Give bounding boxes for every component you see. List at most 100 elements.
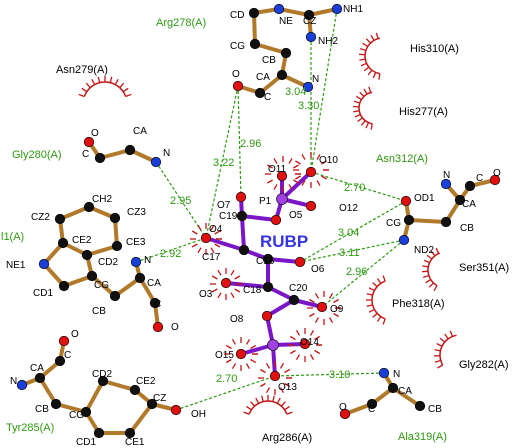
hydrophobic-spoke — [428, 282, 434, 288]
residue-atom — [111, 240, 123, 252]
hydrophobic-spoke — [314, 349, 321, 355]
hydrophobic-spoke — [368, 308, 375, 313]
hbond-line — [135, 237, 207, 263]
residue-atom — [83, 136, 95, 148]
residue-label: Arg278(A) — [156, 17, 206, 29]
residue-atom-label: CZ2 — [31, 212, 50, 223]
hbond-line — [310, 8, 338, 173]
hydrophobic-spoke — [234, 275, 241, 280]
hydrophobic-spoke — [97, 76, 101, 83]
residue-atom — [58, 280, 70, 292]
hydrophobic-spoke — [267, 164, 273, 169]
hydrophobic-spoke — [382, 318, 386, 325]
hbond-line — [274, 372, 385, 377]
hbond-distance: 2.95 — [170, 195, 191, 207]
hbond-distance: 3.22 — [213, 157, 234, 169]
hydrophobic-spoke — [449, 330, 454, 337]
residue-atom-label: N — [312, 74, 319, 85]
hydrophobic-spoke — [295, 329, 301, 336]
hbond-distance: 2.96 — [346, 266, 367, 278]
hydrophobic-spoke — [288, 158, 293, 164]
ligand-atom-label: C19 — [219, 211, 238, 222]
residue-atom-label: CB — [428, 404, 442, 415]
hydrophobic-spoke — [293, 164, 299, 169]
ligand-atom — [316, 301, 328, 313]
residue-atom-label: CA — [30, 363, 44, 374]
residue-atom — [303, 9, 315, 21]
hydrophobic-spoke — [360, 120, 366, 126]
residue-atom — [440, 216, 452, 228]
residue-atom — [378, 367, 390, 379]
hydrophobic-spoke — [214, 230, 221, 235]
hbond-line — [205, 85, 239, 239]
hydrophobic-spoke — [191, 230, 198, 235]
hydrophobic-spoke — [210, 247, 215, 254]
hydrophobic-spoke — [234, 288, 241, 293]
residue-atom-label: CA — [133, 126, 147, 137]
residue-atom — [302, 81, 314, 93]
residue-atom-label: N — [163, 148, 170, 159]
hydrophobic-spoke — [217, 269, 222, 276]
hbond-distance: 2.96 — [240, 138, 261, 150]
hydrophobic-spoke — [286, 411, 293, 415]
residue-atom — [80, 406, 92, 418]
hydrophobic-spoke — [316, 154, 321, 160]
hydrophobic-spoke — [368, 86, 372, 93]
residue-atom-label: N — [443, 170, 450, 181]
residue-atom-label: CA — [462, 199, 476, 210]
hydrophobic-spoke — [109, 76, 113, 83]
hydrophobic-spoke — [430, 250, 436, 257]
hydrophobic-spoke — [370, 123, 373, 130]
ligand-atom-label: P1 — [259, 196, 272, 207]
ligand-atom — [235, 191, 247, 203]
hydrophobic-spoke — [197, 247, 202, 254]
hydrophobic-spoke — [359, 47, 367, 52]
hydrophobic-spoke — [217, 292, 222, 299]
hydrophobic-spoke — [370, 34, 375, 41]
residue-atom-label: CB — [35, 404, 49, 415]
hydrophobic-spoke — [425, 278, 432, 284]
residue-label: l1(A) — [1, 231, 24, 243]
hydrophobic-arc — [364, 37, 381, 75]
hydrophobic-spoke — [265, 362, 271, 369]
hydrophobic-spoke — [372, 312, 378, 318]
hydrophobic-spoke — [85, 82, 91, 89]
residue-atom — [254, 87, 266, 99]
hydrophobic-spoke — [250, 401, 256, 407]
residue-atom-label: CG — [230, 41, 245, 52]
ligand-atom-label: O7 — [217, 200, 231, 211]
ligand-atom — [220, 277, 232, 289]
residue-atom — [57, 237, 69, 249]
residue-atom — [130, 256, 142, 268]
residue-atom — [387, 382, 399, 394]
hydrophobic-spoke — [360, 62, 367, 67]
hydrophobic-spoke — [435, 247, 440, 254]
hydrophobic-spoke — [250, 344, 257, 350]
hydrophobic-arc — [248, 400, 288, 415]
residue-atom-label: CE2 — [72, 235, 92, 246]
hydrophobic-spoke — [375, 32, 379, 39]
hydrophobic-spoke — [365, 38, 371, 44]
residue-atom-label: OD1 — [414, 193, 435, 204]
hydrophobic-spoke — [284, 405, 290, 411]
residue-label: Ser351(A) — [459, 262, 509, 274]
hydrophobic-spoke — [309, 329, 315, 336]
ligand-atom-label: O4 — [209, 224, 223, 235]
ligand-atom — [261, 310, 273, 322]
residue-atom-label: CA — [256, 72, 270, 83]
residue-atom-label: CD2 — [92, 369, 112, 380]
residue-atom-label: C — [264, 92, 271, 103]
hydrophobic-spoke — [289, 335, 296, 341]
residue-atom-label: CD1 — [33, 288, 53, 299]
residue-atom — [134, 272, 146, 284]
residue-atom — [249, 38, 261, 50]
hydrophobic-spoke — [366, 293, 373, 296]
hydrophobic-spoke — [230, 269, 235, 276]
hydrophobic-spoke — [372, 72, 377, 79]
hbond-distance: 2.70 — [216, 373, 237, 385]
residue-atom — [81, 249, 93, 261]
hydrophobic-spoke — [363, 88, 368, 95]
hydrophobic-spoke — [422, 274, 430, 279]
residue-atom-label: NH1 — [343, 4, 363, 15]
